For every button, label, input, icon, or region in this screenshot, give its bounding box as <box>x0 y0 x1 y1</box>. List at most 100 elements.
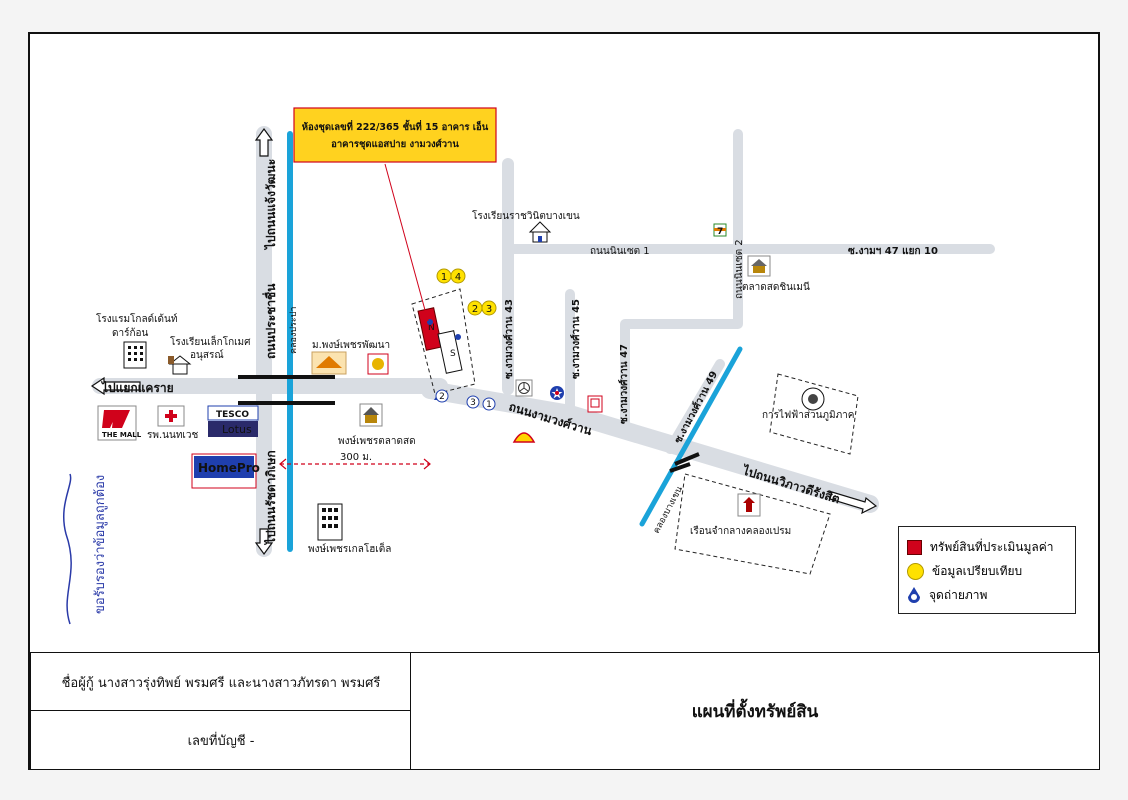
comparable-4-label: 4 <box>455 272 461 283</box>
store-icon <box>587 395 603 413</box>
account-cell: เลขที่บัญชี - <box>30 710 412 770</box>
tesco-lotus-logo: TESCO Lotus <box>207 405 259 437</box>
borrower-text: ชื่อผู้กู้ นางสาวรุ่งทิพย์ พรมศรี และนาง… <box>61 675 381 691</box>
label-pongphet-hotel: พงษ์เพชรเกลโฮเต็ล <box>308 541 391 555</box>
road-soi-47 <box>620 129 743 439</box>
comparable-1-label: 1 <box>441 272 447 283</box>
label-soi-43: ซ.งามวงศ์วาน 43 <box>503 299 515 379</box>
callout-line-2: อาคารชุดแอสปาย งามวงศ์วาน <box>331 138 459 150</box>
label-university: ม.พงษ์เพชรพัฒนา <box>312 339 390 351</box>
canals <box>287 131 743 552</box>
comparable-2-label: 2 <box>472 304 478 315</box>
market-pong-icon <box>359 403 383 427</box>
label-electric: การไฟฟ้าส่วนภูมิภาค <box>762 409 854 421</box>
title-cell: แผนที่ตั้งทรัพย์สิน <box>410 652 1100 770</box>
label-hospital: รพ.นนทเวช <box>147 430 198 441</box>
hotel-icon <box>123 341 147 369</box>
road-arrows <box>90 127 878 556</box>
photo-dot-2 <box>455 334 461 340</box>
building-n-label: N <box>428 323 435 333</box>
mercedes-icon <box>515 379 533 397</box>
distance-arrowhead-right <box>423 458 431 470</box>
label-ratchawinit: โรงเรียนราชวินิตบางเขน <box>472 209 580 222</box>
comparable-markers: 1 4 2 3 <box>436 268 497 316</box>
comparable-3-label: 3 <box>486 304 492 315</box>
legend-photo-icon <box>908 587 920 603</box>
label-hotel-1: โรงแรมโกลด์เด้นท์ <box>96 312 177 325</box>
label-to-chaeng-wattana: ไปถนนแจ้งวัฒนะ <box>263 159 278 251</box>
legend-comparable-row: ข้อมูลเปรียบเทียบ <box>907 559 1067 583</box>
callout-line-1: ห้องชุดเลขที่ 222/365 ชั้นที่ 15 อาคาร เ… <box>302 119 489 133</box>
label-hotel-2: ดาร์ก้อน <box>112 327 149 339</box>
legend-subject-label: ทรัพย์สินที่ประเมินมูลค่า <box>930 539 1054 554</box>
the-mall-logo: THE MALL <box>97 405 142 441</box>
map-sheet: N S 1 4 2 3 2 3 1 ห้องชุดเลขที่ 222/365 … <box>28 32 1100 770</box>
legend-comparable-icon <box>907 562 924 580</box>
label-market-nin: ตลาดสดชินเมนี <box>742 281 810 293</box>
area-subject-lot <box>411 288 476 395</box>
label-kid-school-2: อนุสรณ์ <box>190 349 224 361</box>
legend-subject-row: ทรัพย์สินที่ประเมินมูลค่า <box>907 535 1067 559</box>
label-to-khae-rai: ไปแยกแคราย <box>100 380 174 395</box>
subject-buildings: N S <box>384 163 463 374</box>
property-callout: ห้องชุดเลขที่ 222/365 ชั้นที่ 15 อาคาร เ… <box>293 107 497 163</box>
homepro-logo: HomePro <box>191 453 260 489</box>
arrow-vibhavadi <box>829 491 878 515</box>
school-icon <box>528 221 552 243</box>
places: โรงเรียนราชวินิตบางเขน 7 ตลาดสดชินเมนี ก… <box>96 209 854 555</box>
distance-marker <box>279 458 431 470</box>
building-s <box>437 330 463 374</box>
svg-text:HomePro: HomePro <box>198 461 260 475</box>
photo-point-2-label: 2 <box>439 392 445 402</box>
seven-eleven-icon: 7 <box>713 223 727 237</box>
shell-icon <box>512 432 536 443</box>
photo-point-3-label: 3 <box>470 398 476 408</box>
photo-points: 2 3 1 <box>434 389 496 411</box>
kindergarten-icon <box>168 355 192 375</box>
page-title: แผนที่ตั้งทรัพย์สิน <box>691 701 819 722</box>
gas-station-icon <box>550 386 564 400</box>
legend-photo-label: จุดถ่ายภาพ <box>929 587 988 602</box>
photo-point-3 <box>466 395 480 409</box>
bridges <box>238 375 700 473</box>
legend-photo-row: จุดถ่ายภาพ <box>907 583 1067 607</box>
svg-text:Lotus: Lotus <box>222 423 252 436</box>
legend-comparable-label: ข้อมูลเปรียบเทียบ <box>932 563 1023 578</box>
prison-icon <box>737 493 761 517</box>
signature-scribble <box>62 473 72 625</box>
legend-subject-icon <box>907 539 922 555</box>
svg-text:TESCO: TESCO <box>216 410 249 420</box>
label-soi-47: ซ.งามวงศ์วาน 47 <box>618 344 630 424</box>
area-prison <box>674 473 831 575</box>
canal-prem <box>639 346 743 527</box>
hospital-icon <box>157 405 185 427</box>
label-side-note: ขอรับรองว่าข้อมูลถูกต้อง <box>93 475 108 614</box>
label-soi-45: ซ.งามวงศ์วาน 45 <box>570 299 582 379</box>
building-s-label: S <box>450 349 456 359</box>
building-n <box>417 307 443 351</box>
label-prison: เรือนจำกลางคลองเปรม <box>690 525 791 537</box>
svg-text:7: 7 <box>717 227 723 237</box>
road-soi-49 <box>665 359 725 454</box>
borrower-cell: ชื่อผู้กู้ นางสาวรุ่งทิพย์ พรมศรี และนาง… <box>30 652 412 712</box>
location-map: N S 1 4 2 3 2 3 1 ห้องชุดเลขที่ 222/365 … <box>62 107 995 625</box>
label-nin-ted-1: ถนนนินเซต 1 <box>590 246 650 257</box>
photo-point-1-label: 1 <box>486 400 492 410</box>
arrow-north <box>254 127 274 157</box>
callout-box <box>293 107 497 163</box>
leader-line <box>384 163 429 322</box>
area-electric <box>769 373 859 455</box>
electric-authority-icon <box>801 387 825 411</box>
label-canal-prapa: คลองประปา <box>289 307 299 354</box>
pongphet-hotel-icon <box>317 503 343 541</box>
university-icon <box>311 351 347 375</box>
photo-point-2 <box>435 389 449 403</box>
handwritten-note: ขอรับรองว่าข้อมูลถูกต้อง <box>62 473 108 625</box>
photo-dot-1 <box>427 319 433 325</box>
university-logo-icon <box>367 353 389 375</box>
label-to-ratchadaphisek: ไปถนนรัชดาภิเษก <box>263 450 278 546</box>
label-market-pong: พงษ์เพชรตลาดสด <box>338 435 416 447</box>
dashed-areas <box>411 288 859 575</box>
account-text: เลขที่บัญชี - <box>187 733 255 749</box>
label-kid-school-1: โรงเรียนเล็กโกเมศ <box>170 334 251 348</box>
